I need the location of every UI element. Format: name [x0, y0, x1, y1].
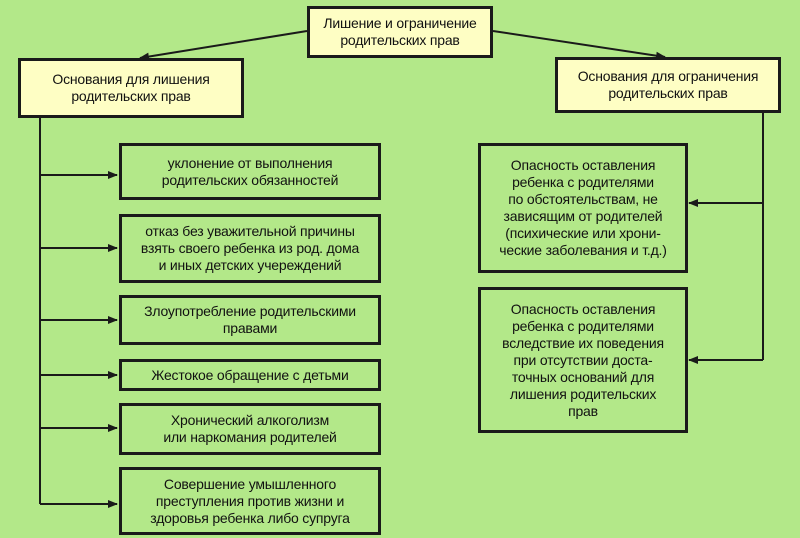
left-item-4: Жестокое обращение с детьми: [119, 359, 381, 391]
left-branch-title: Основания для лишения родительских прав: [52, 71, 210, 104]
left-item-5: Хронический алкоголизм или наркомания ро…: [119, 403, 381, 455]
right-item-1: Опасность оставления ребенка с родителям…: [478, 143, 688, 273]
right-branch-title: Основания для ограничения родительских п…: [577, 68, 759, 101]
root-to-left-arrow: [139, 30, 308, 61]
left-item-6-label: Совершение умышленного преступления прот…: [150, 475, 350, 526]
left-item-2-label: отказ без уважительной причины взять сво…: [140, 223, 360, 273]
root-to-right-arrow: [492, 30, 666, 60]
left-item-3-label: Злоупотребление родительскими правами: [144, 303, 356, 336]
left-item-2: отказ без уважительной причины взять сво…: [119, 214, 381, 283]
left-branch-title-box: Основания для лишения родительских прав: [18, 58, 244, 118]
left-item-1: уклонение от выполнения родительских обя…: [119, 143, 381, 200]
root-box: Лишение и ограничение родительских прав: [307, 6, 493, 58]
root-label: Лишение и ограничение родительских прав: [323, 15, 477, 48]
left-item-5-label: Хронический алкоголизм или наркомания ро…: [163, 412, 337, 445]
left-item-1-label: уклонение от выполнения родительских обя…: [161, 154, 339, 188]
right-branch-title-box: Основания для ограничения родительских п…: [555, 57, 781, 113]
right-item-1-label: Опасность оставления ребенка с родителям…: [499, 157, 667, 258]
left-item-3: Злоупотребление родительскими правами: [119, 295, 381, 345]
right-item-2: Опасность оставления ребенка с родителям…: [478, 287, 688, 433]
left-item-4-label: Жестокое обращение с детьми: [151, 366, 349, 383]
left-item-6: Совершение умышленного преступления прот…: [119, 467, 381, 535]
right-item-2-label: Опасность оставления ребенка с родителям…: [502, 300, 664, 419]
